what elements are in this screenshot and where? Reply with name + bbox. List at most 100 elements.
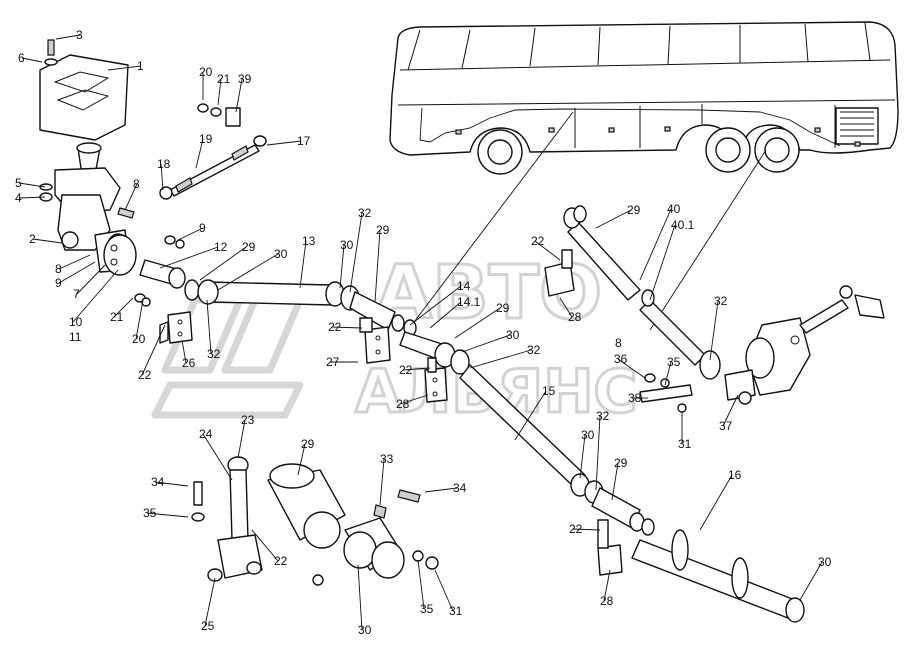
callout-c-22d: 22 <box>531 234 545 248</box>
leader-line-c-36 <box>617 358 646 379</box>
leader-line-c-13 <box>299 240 307 289</box>
callout-c-34a: 34 <box>151 475 165 489</box>
callout-leaders <box>18 34 823 631</box>
leader-line-c-31b <box>434 569 454 612</box>
leader-line-c-30d <box>579 434 586 479</box>
leader-line-c-26 <box>181 339 187 364</box>
leader-line-c-17 <box>266 140 302 146</box>
drag-link-19 <box>159 103 267 200</box>
callout-c-15: 15 <box>542 384 556 398</box>
callout-c-30b: 30 <box>340 238 354 252</box>
bus-illustration <box>389 21 899 175</box>
callout-c-17: 17 <box>297 134 311 148</box>
leader-line-c-16 <box>699 474 733 531</box>
leader-line-c-19 <box>195 138 204 169</box>
callout-c-32a: 32 <box>358 206 372 220</box>
leader-line-c-24 <box>202 433 233 481</box>
callout-c-2: 2 <box>29 232 36 246</box>
leader-line-c-28c <box>603 569 611 602</box>
leader-line-c-30c <box>461 334 511 353</box>
callout-c-35a: 35 <box>667 355 681 369</box>
callout-c-28a: 28 <box>396 397 410 411</box>
leader-line-c-29d <box>595 209 632 229</box>
rear-shaft-16 <box>591 487 805 623</box>
leader-line-c-14 <box>409 285 462 326</box>
leader-line-c-29f <box>297 443 306 476</box>
callout-c-28c: 28 <box>600 594 614 608</box>
leader-line-c-25 <box>204 577 216 627</box>
leader-line-c-32d <box>709 300 719 361</box>
leader-line-c-22c <box>402 367 431 371</box>
leader-line-c-6 <box>21 57 43 63</box>
callout-c-13: 13 <box>302 234 316 248</box>
leader-line-c-9a <box>177 227 204 241</box>
callout-c-36: 36 <box>614 352 628 366</box>
leader-line-c-10 <box>72 269 119 323</box>
callout-c-32b: 32 <box>207 347 221 361</box>
callout-c-26: 26 <box>182 356 196 370</box>
callout-c-25: 25 <box>201 619 215 633</box>
callout-c-20a: 20 <box>199 65 213 79</box>
callout-c-29c: 29 <box>496 301 510 315</box>
leader-line-c-2 <box>32 238 63 244</box>
leader-line-c-30a <box>217 253 279 291</box>
callout-c-37: 37 <box>719 419 733 433</box>
leader-line-c-34b <box>424 487 458 493</box>
leader-line-c-33 <box>379 458 385 506</box>
callout-c-30a: 30 <box>274 247 288 261</box>
callout-c-30d: 30 <box>581 428 595 442</box>
leader-line-c-29c <box>454 307 501 339</box>
leader-line-c-22e <box>572 528 601 531</box>
projection-line <box>407 111 574 331</box>
leader-line-c-22b <box>331 326 363 329</box>
callout-c-1: 1 <box>137 59 144 73</box>
callout-c-40: 40 <box>667 202 681 216</box>
leader-line-c-35c <box>417 559 425 610</box>
rear-upper-assembly <box>544 205 721 380</box>
leader-line-c-1 <box>107 65 142 71</box>
leader-line-c-32e <box>595 415 601 491</box>
callout-c-14: 14 <box>457 279 471 293</box>
support-bracket-27 <box>359 317 391 364</box>
leader-line-c-9b <box>58 261 96 284</box>
callout-c-7: 7 <box>73 287 80 301</box>
callout-c-35b: 35 <box>143 506 157 520</box>
callout-c-9b: 9 <box>55 276 62 290</box>
intermediate-shaft-13 <box>139 259 417 337</box>
leader-line-c-22d <box>534 240 561 261</box>
callout-c-32d: 32 <box>714 294 728 308</box>
callout-c-23: 23 <box>241 413 255 427</box>
callout-c-6: 6 <box>18 51 25 65</box>
callout-c-30f: 30 <box>358 623 372 637</box>
leader-line-c-35a <box>664 361 672 386</box>
callout-c-35c: 35 <box>420 602 434 616</box>
callout-c-4: 4 <box>15 191 22 205</box>
callout-c-22e: 22 <box>569 522 583 536</box>
leader-line-c-30f <box>357 564 363 631</box>
leader-line-c-5 <box>18 182 46 188</box>
leader-line-c-29e <box>611 462 619 501</box>
leader-line-c-29b <box>374 229 381 303</box>
callout-c-9a: 9 <box>199 221 206 235</box>
callout-c-30e: 30 <box>818 555 832 569</box>
leader-line-c-14-1 <box>429 301 462 329</box>
callout-c-39: 39 <box>238 72 252 86</box>
leader-line-c-39 <box>235 78 243 113</box>
leader-line-c-7 <box>76 264 106 295</box>
leader-line-c-35b <box>146 512 189 518</box>
callout-c-38: 38 <box>628 391 642 405</box>
callout-c-22c: 22 <box>399 363 413 377</box>
callout-c-28b: 28 <box>568 310 582 324</box>
leader-line-c-23 <box>237 419 246 459</box>
leader-line-c-15 <box>514 390 547 441</box>
leader-line-c-18 <box>160 163 164 191</box>
callout-c-31a: 31 <box>678 437 692 451</box>
callout-c-29a: 29 <box>242 240 256 254</box>
callout-c-10: 10 <box>69 315 83 329</box>
leader-line-c-32b <box>206 299 212 355</box>
leader-line-c-8b <box>58 254 91 270</box>
leader-line-c-32c <box>469 349 532 369</box>
callout-c-5: 5 <box>15 176 22 190</box>
